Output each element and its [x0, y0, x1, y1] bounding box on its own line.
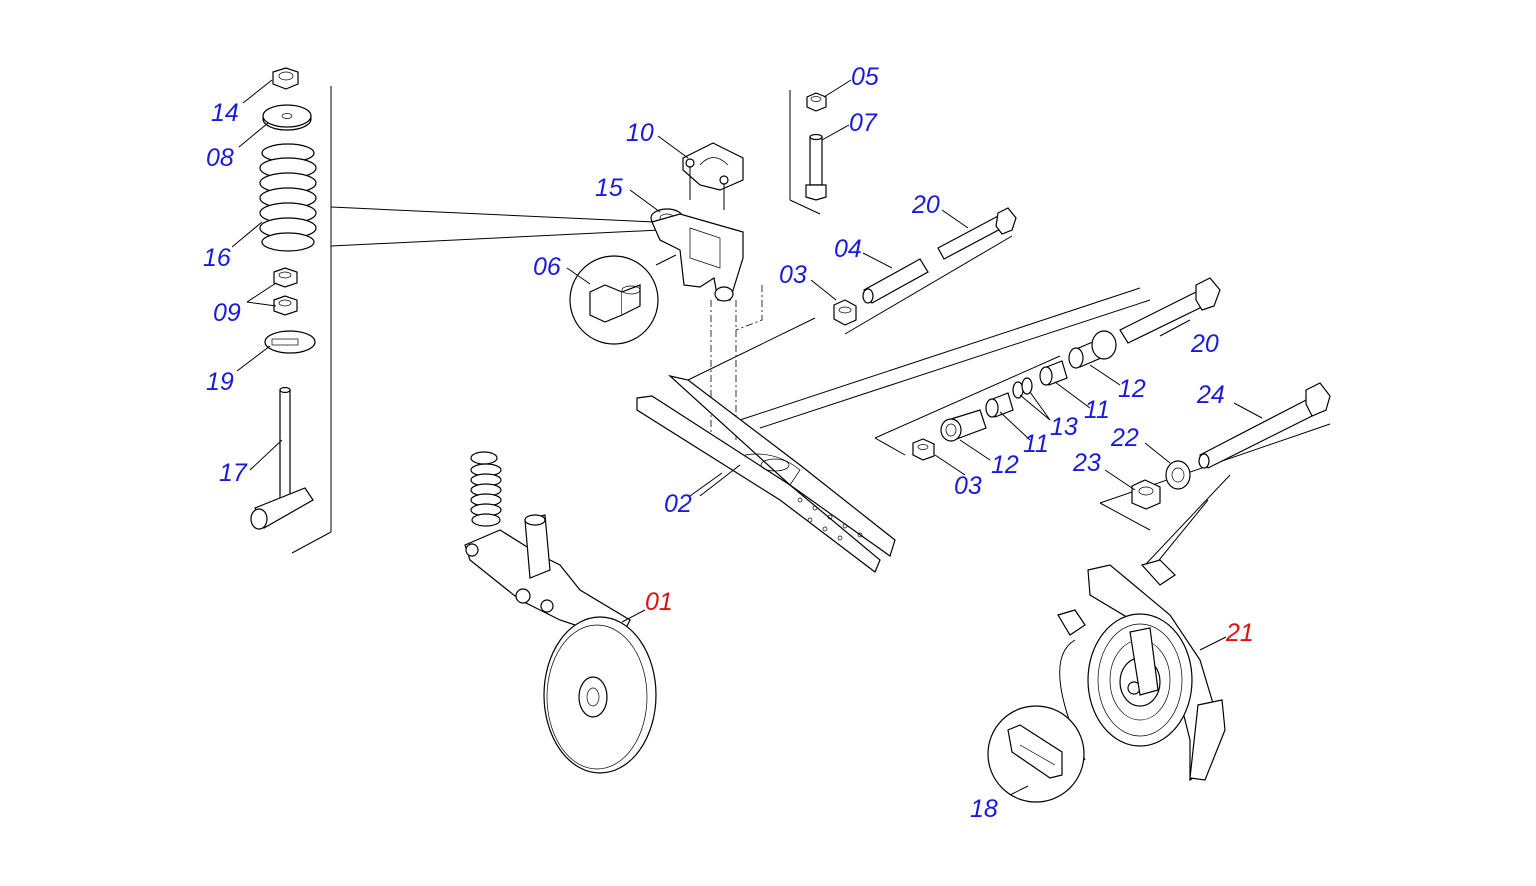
label-11-upper: 11 — [1084, 396, 1110, 424]
part-11-sleeve-lower — [985, 392, 1014, 418]
label-21: 21 — [1225, 619, 1254, 647]
part-20-bolt-upper — [937, 207, 1017, 260]
part-01-disc-assembly — [464, 451, 657, 774]
label-06: 06 — [533, 253, 561, 281]
bracket-assembly-group — [569, 142, 763, 450]
label-23: 23 — [1072, 449, 1101, 477]
upper-pin-group — [833, 207, 1017, 335]
part-21-wheel-assembly — [1057, 474, 1231, 782]
label-12-lower: 12 — [991, 451, 1019, 479]
part-19-slotted-washer — [264, 330, 316, 354]
part-04-pin — [862, 258, 929, 304]
part-17-t-bar — [250, 386, 314, 530]
part-05-nut — [806, 92, 827, 112]
label-18: 18 — [970, 795, 998, 823]
spring-assembly-group — [250, 67, 661, 554]
part-12-bushing-lower — [940, 409, 987, 442]
part-03-nut-lower — [912, 438, 935, 461]
label-11-lower: 11 — [1023, 430, 1049, 458]
label-15: 15 — [595, 174, 623, 202]
label-20-upper: 20 — [911, 191, 940, 219]
middle-pin-stack-group — [874, 277, 1221, 461]
label-20-lower: 20 — [1190, 330, 1219, 358]
part-labels: 14 08 16 09 19 17 10 15 06 05 07 20 04 0… — [203, 63, 1254, 823]
label-13: 13 — [1050, 413, 1078, 441]
part-15-mount-bracket — [650, 208, 744, 302]
part-18-clip-detail — [987, 639, 1086, 803]
part-14-nut — [272, 67, 299, 90]
part-11-sleeve-upper — [1039, 360, 1068, 386]
label-02: 02 — [664, 490, 692, 518]
mini-spring — [470, 451, 502, 527]
part-08-plate — [262, 104, 312, 131]
label-05: 05 — [851, 63, 879, 91]
label-07: 07 — [849, 109, 878, 137]
label-16: 16 — [203, 244, 231, 272]
label-03-lower: 03 — [954, 472, 982, 500]
label-09: 09 — [213, 299, 241, 327]
leader-lines — [231, 79, 1263, 497]
label-01: 01 — [645, 588, 673, 616]
label-17: 17 — [219, 459, 248, 487]
part-20-bolt-lower — [1119, 277, 1221, 344]
part-24-bolt — [1198, 382, 1331, 469]
label-10: 10 — [626, 119, 654, 147]
label-24: 24 — [1196, 381, 1225, 409]
label-08: 08 — [206, 144, 234, 172]
part-16-coil-spring — [259, 143, 317, 252]
label-03-upper: 03 — [779, 261, 807, 289]
part-12-bushing-upper — [1068, 330, 1117, 369]
label-04: 04 — [834, 235, 862, 263]
part-03-nut-upper — [833, 299, 857, 326]
label-19: 19 — [206, 368, 234, 396]
part-06-bolt-detail — [569, 254, 677, 345]
lower-bolt-group — [1099, 382, 1331, 566]
label-12-upper: 12 — [1118, 375, 1146, 403]
part-22-washer — [1165, 460, 1191, 490]
part-02-beam — [636, 287, 1151, 573]
label-14: 14 — [211, 99, 239, 127]
part-13-rings — [1012, 377, 1033, 399]
label-22: 22 — [1110, 424, 1139, 452]
part-09-nuts — [273, 267, 298, 316]
part-10-clamp — [682, 142, 744, 210]
bolt-05-07-group — [789, 90, 827, 215]
part-23-nut — [1131, 479, 1161, 510]
part-07-bolt — [805, 133, 827, 201]
